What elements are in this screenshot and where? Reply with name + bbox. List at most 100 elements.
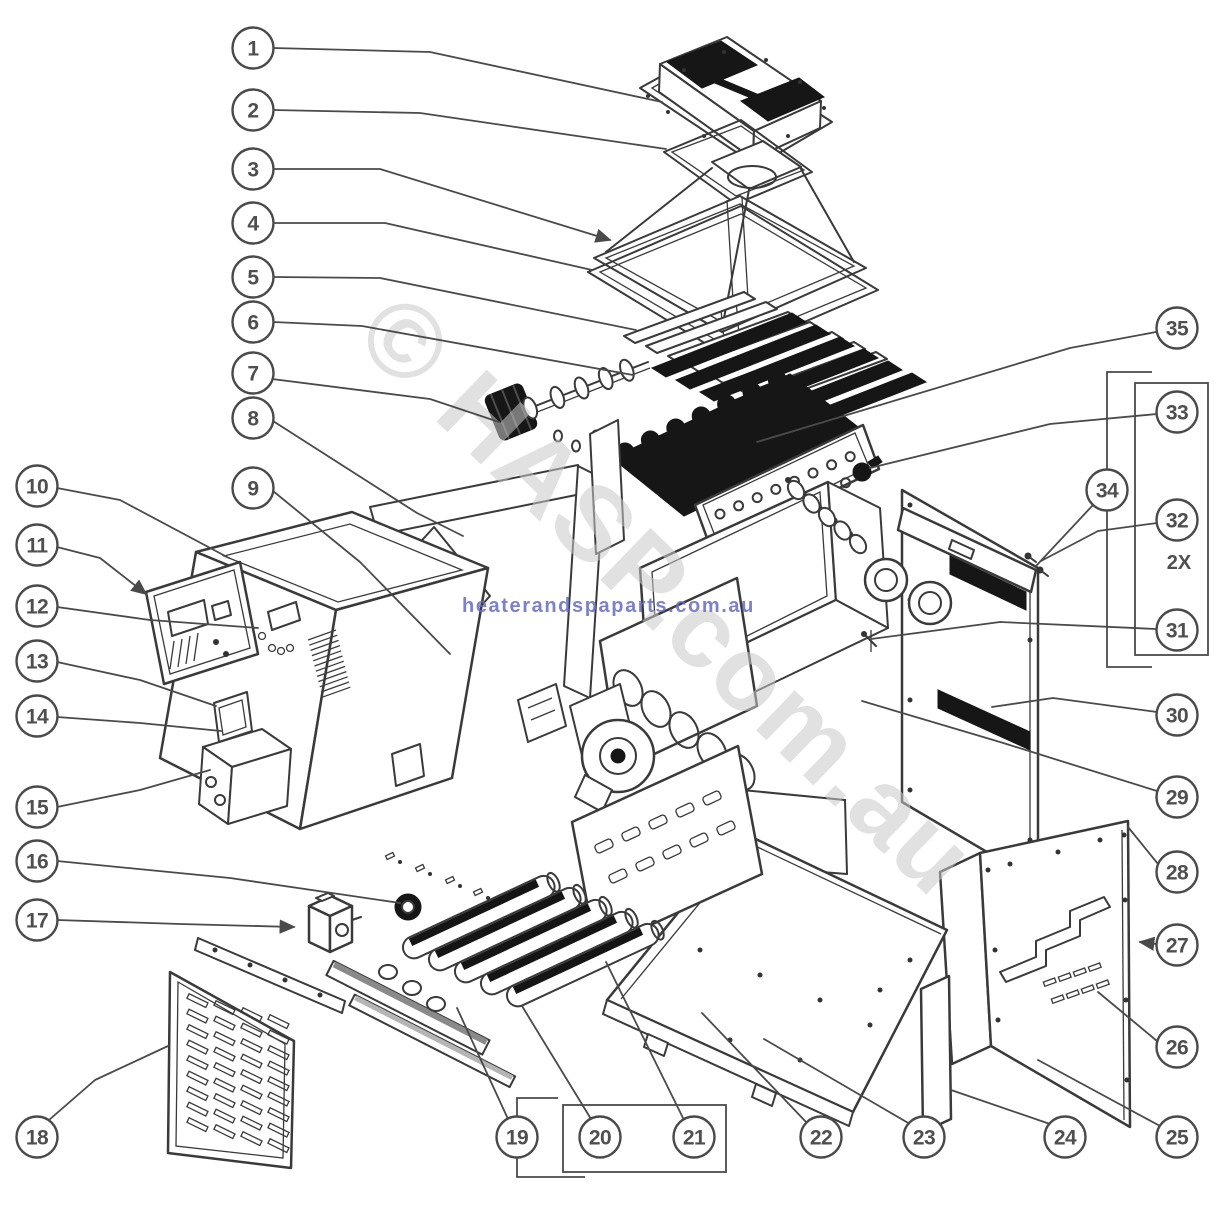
display-cutout bbox=[257, 601, 301, 656]
water-header bbox=[785, 455, 1049, 652]
svg-text:24: 24 bbox=[1054, 1127, 1077, 1150]
junction-box bbox=[198, 728, 292, 825]
svg-text:1: 1 bbox=[247, 38, 259, 61]
callout-3: 3 bbox=[231, 147, 275, 191]
callout-7: 7 bbox=[231, 351, 275, 395]
svg-text:27: 27 bbox=[1166, 935, 1188, 958]
callout-29: 29 bbox=[1155, 775, 1199, 819]
callout-20: 20 bbox=[578, 1115, 622, 1159]
callout-33: 33 bbox=[1155, 390, 1199, 434]
svg-text:33: 33 bbox=[1166, 402, 1188, 425]
gas-valve bbox=[307, 892, 362, 954]
callout-2: 2 bbox=[231, 88, 275, 132]
leader-lines bbox=[48, 47, 1161, 1127]
leader-line-26 bbox=[1097, 991, 1158, 1042]
union-fitting bbox=[907, 580, 953, 626]
callout-14: 14 bbox=[15, 694, 59, 738]
callout-25: 25 bbox=[1155, 1115, 1199, 1159]
leader-line-2 bbox=[272, 109, 667, 150]
mount-bracket bbox=[517, 683, 567, 743]
leader-line-10 bbox=[56, 487, 230, 559]
screw bbox=[861, 630, 877, 652]
side-panel-assembly bbox=[919, 819, 1132, 1134]
leader-line-12 bbox=[56, 606, 259, 629]
leader-line-23 bbox=[763, 1038, 911, 1125]
gasket-frame bbox=[663, 119, 813, 205]
leader-line-7 bbox=[271, 378, 500, 423]
vent-grille-assembly bbox=[639, 36, 833, 167]
svg-text:25: 25 bbox=[1166, 1127, 1189, 1150]
watermark-url: heaterandspaparts.com.au bbox=[462, 595, 755, 617]
leader-line-6 bbox=[272, 321, 634, 376]
svg-text:12: 12 bbox=[26, 596, 48, 619]
burner-tubes bbox=[401, 871, 665, 1008]
svg-text:3: 3 bbox=[247, 159, 258, 182]
svg-text:26: 26 bbox=[1166, 1037, 1188, 1060]
svg-text:32: 32 bbox=[1166, 510, 1188, 533]
callout-18: 18 bbox=[15, 1115, 59, 1159]
callout-27: 27 bbox=[1155, 923, 1199, 967]
svg-text:10: 10 bbox=[26, 476, 48, 499]
callout-23: 23 bbox=[902, 1115, 946, 1159]
leader-line-28 bbox=[1127, 826, 1159, 865]
leader-line-20 bbox=[521, 1005, 592, 1120]
leader-line-14 bbox=[56, 716, 222, 732]
callout-30: 30 bbox=[1155, 693, 1199, 737]
callout-6: 6 bbox=[231, 300, 275, 344]
callout-21: 21 bbox=[672, 1115, 716, 1159]
leader-line-33 bbox=[869, 413, 1158, 469]
callout-28: 28 bbox=[1155, 850, 1199, 894]
callout-19: 19 bbox=[495, 1115, 539, 1159]
leader-line-25 bbox=[1037, 1059, 1161, 1127]
svg-text:22: 22 bbox=[810, 1127, 832, 1150]
leader-line-5 bbox=[272, 276, 637, 331]
callout-26: 26 bbox=[1155, 1025, 1199, 1069]
louvered-door bbox=[166, 970, 296, 1170]
svg-text:6: 6 bbox=[247, 312, 258, 335]
leader-line-13 bbox=[56, 661, 217, 707]
svg-text:20: 20 bbox=[589, 1127, 611, 1150]
svg-text:35: 35 bbox=[1166, 318, 1189, 341]
callout-22: 22 bbox=[799, 1115, 843, 1159]
callout-32: 32 bbox=[1155, 498, 1199, 542]
callout-1: 1 bbox=[231, 26, 275, 70]
callout-35: 35 bbox=[1155, 306, 1199, 350]
screws-2x bbox=[1024, 552, 1049, 577]
leader-line-24 bbox=[950, 1089, 1051, 1125]
svg-text:5: 5 bbox=[247, 267, 259, 290]
callout-12: 12 bbox=[15, 584, 59, 628]
leader-line-21 bbox=[605, 961, 685, 1121]
leader-line-27 bbox=[1138, 936, 1157, 951]
leader-line-15 bbox=[56, 769, 211, 808]
door-rail bbox=[194, 937, 346, 1014]
callout-8: 8 bbox=[231, 396, 275, 440]
side-access-door bbox=[391, 743, 425, 787]
leader-line-34 bbox=[1035, 504, 1094, 567]
svg-text:13: 13 bbox=[26, 651, 48, 674]
svg-text:7: 7 bbox=[247, 363, 258, 386]
svg-text:8: 8 bbox=[247, 408, 259, 431]
leader-line-4 bbox=[272, 222, 593, 271]
leader-line-35 bbox=[756, 331, 1157, 443]
leader-line-18 bbox=[48, 1045, 169, 1121]
svg-text:9: 9 bbox=[247, 478, 258, 501]
blower bbox=[569, 683, 656, 813]
leader-line-16 bbox=[56, 860, 401, 904]
callout-16: 16 bbox=[15, 839, 59, 883]
manifold-bars bbox=[325, 959, 517, 1089]
svg-text:11: 11 bbox=[26, 535, 48, 558]
svg-text:21: 21 bbox=[683, 1127, 706, 1150]
burner-tray bbox=[325, 744, 764, 1089]
callout-9: 9 bbox=[231, 466, 275, 510]
leader-line-8 bbox=[272, 420, 464, 537]
svg-text:15: 15 bbox=[26, 797, 49, 820]
ignitor-knob bbox=[394, 893, 422, 921]
callout-5: 5 bbox=[231, 255, 275, 299]
leader-line-31 bbox=[870, 621, 1157, 640]
handle-cutout bbox=[999, 896, 1111, 983]
callout-10: 10 bbox=[15, 464, 59, 508]
svg-text:34: 34 bbox=[1096, 480, 1119, 503]
leader-line-11 bbox=[56, 546, 148, 596]
svg-text:31: 31 bbox=[1166, 620, 1189, 643]
